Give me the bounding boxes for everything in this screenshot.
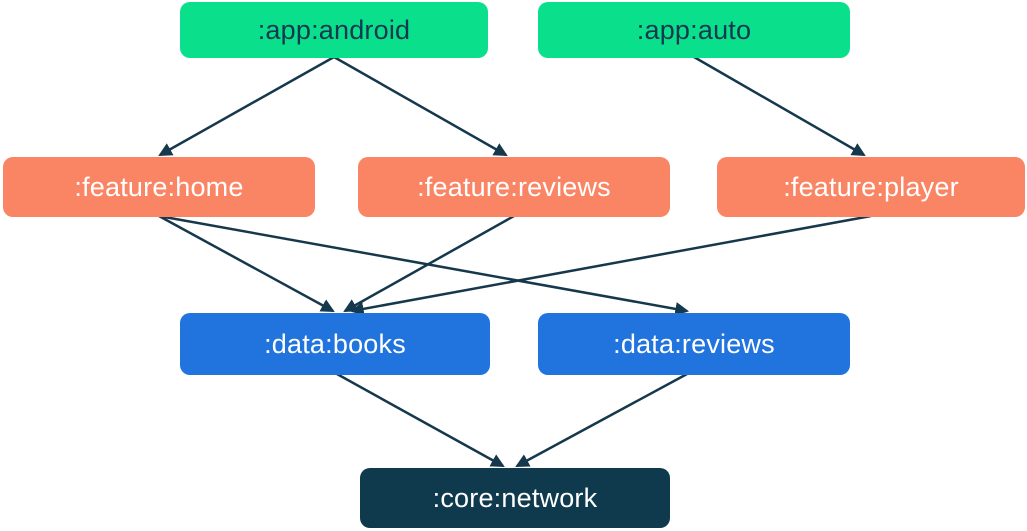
dependency-arrow-data-reviews-to-core-network xyxy=(515,372,688,468)
node-label: :feature:reviews xyxy=(417,171,611,202)
dependency-arrow-feature-home-to-data-reviews xyxy=(158,214,690,316)
dependency-arrow-app-auto-to-feature-player xyxy=(693,55,866,157)
node-label: :data:reviews xyxy=(613,328,775,359)
node-data-books: :data:books xyxy=(180,313,490,375)
dependency-arrow-app-android-to-feature-home xyxy=(158,55,335,157)
node-app-android: :app:android xyxy=(180,2,488,58)
node-label: :app:android xyxy=(257,14,411,45)
node-feature-home: :feature:home xyxy=(3,157,315,217)
dependency-arrow-feature-reviews-to-data-books xyxy=(343,214,515,313)
node-data-reviews: :data:reviews xyxy=(538,313,850,375)
node-label: :data:books xyxy=(264,328,406,359)
dependency-arrow-data-books-to-core-network xyxy=(336,372,505,468)
dependency-arrow-feature-home-to-data-books xyxy=(158,214,335,313)
dependency-arrow-feature-player-to-data-books xyxy=(349,214,872,316)
node-label: :core:network xyxy=(432,482,598,513)
node-feature-player: :feature:player xyxy=(717,157,1025,217)
node-app-auto: :app:auto xyxy=(538,2,850,58)
dependency-arrow-app-android-to-feature-reviews xyxy=(333,55,508,157)
node-feature-reviews: :feature:reviews xyxy=(358,157,670,217)
node-core-network: :core:network xyxy=(360,468,670,528)
node-label: :app:auto xyxy=(636,14,752,45)
node-label: :feature:player xyxy=(783,171,959,202)
node-label: :feature:home xyxy=(74,171,244,202)
